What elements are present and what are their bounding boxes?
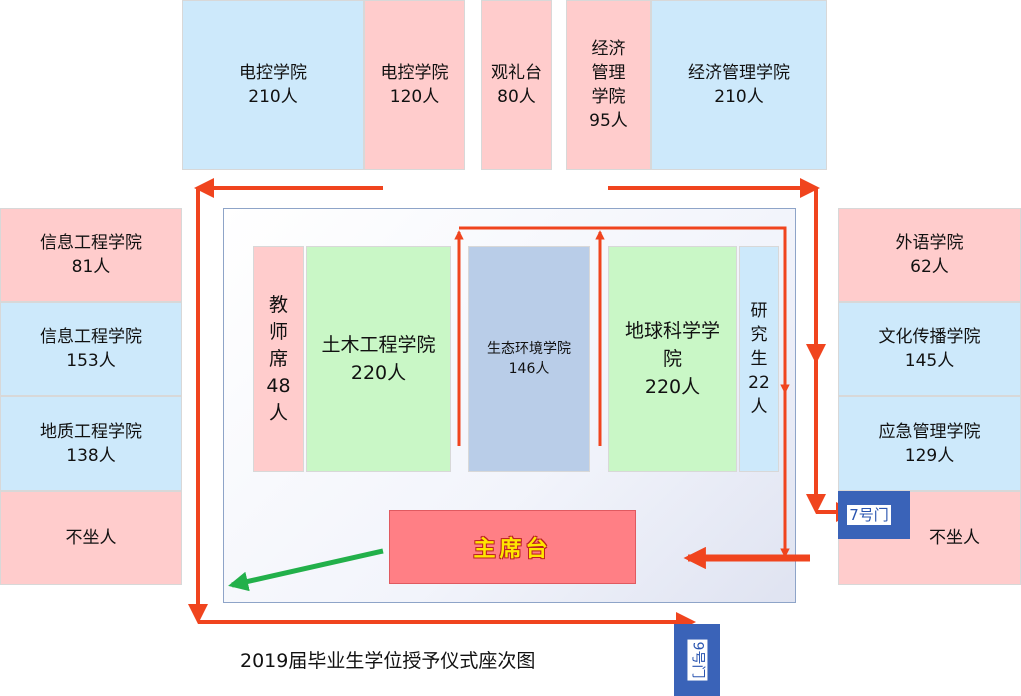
block-line: 地球科学学 <box>624 320 720 342</box>
block-count: 120人 <box>389 87 440 107</box>
block-count: 95人 <box>589 111 628 131</box>
block-name: 不坐人 <box>65 528 117 548</box>
vertical-char: 师 <box>268 320 288 343</box>
seat-block-top-1: 电控学院 210人 <box>182 0 364 170</box>
seat-block-top-4: 经济 管理 学院 95人 <box>566 0 651 170</box>
exit-arrow <box>228 548 384 592</box>
block-name: 信息工程学院 <box>40 233 142 253</box>
block-name: 电控学院 <box>239 63 307 83</box>
block-name: 外语学院 <box>895 233 964 253</box>
door-9: 9号门 <box>674 624 720 696</box>
block-name: 土木工程学院 <box>321 334 436 356</box>
block-count: 81人 <box>71 257 111 277</box>
seat-block-civil: 土木工程学院 220人 <box>306 246 451 472</box>
seat-block-top-2: 电控学院 120人 <box>364 0 465 170</box>
vertical-char: 教 <box>268 293 288 316</box>
block-name: 经济管理学院 <box>688 63 790 83</box>
block-count: 210人 <box>248 87 298 107</box>
vertical-char: 研 <box>750 301 768 321</box>
seat-block-top-5: 经济管理学院 210人 <box>651 0 827 170</box>
seat-block-graduate: 研 究 生 22 人 <box>739 246 779 472</box>
seat-block-left-4: 不坐人 <box>0 491 182 585</box>
block-count: 80人 <box>497 87 536 107</box>
block-count: 153人 <box>66 351 116 371</box>
vertical-char: 48 <box>266 374 291 397</box>
door-9-label: 9号门 <box>686 639 707 681</box>
vertical-char: 人 <box>268 401 288 424</box>
seat-block-left-1: 信息工程学院 81人 <box>0 208 182 302</box>
seat-block-teachers: 教 师 席 48 人 <box>253 246 304 472</box>
block-count: 220人 <box>644 376 701 398</box>
block-name: 不坐人 <box>929 528 980 548</box>
seat-block-right-1: 外语学院 62人 <box>838 208 1021 302</box>
block-name: 生态环境学院 <box>487 341 571 357</box>
block-count: 145人 <box>904 351 955 371</box>
block-count: 220人 <box>350 362 407 384</box>
block-line: 院 <box>662 348 682 370</box>
seat-block-earth: 地球科学学 院 220人 <box>608 246 737 472</box>
block-name: 观礼台 <box>491 63 542 83</box>
seat-block-right-2: 文化传播学院 145人 <box>838 302 1021 396</box>
block-name: 文化传播学院 <box>878 327 981 347</box>
rostrum: 主席台 <box>389 510 636 584</box>
rostrum-label: 主席台 <box>473 537 552 562</box>
vertical-char: 22 <box>748 373 770 393</box>
vertical-char: 生 <box>750 349 768 369</box>
route-arrow <box>459 226 790 394</box>
block-count: 62人 <box>910 257 949 277</box>
door-7: 7号门 <box>838 491 910 539</box>
block-count: 210人 <box>714 87 764 107</box>
seat-block-left-3: 地质工程学院 138人 <box>0 396 182 491</box>
seat-block-left-2: 信息工程学院 153人 <box>0 302 182 396</box>
door-7-label: 7号门 <box>847 505 891 525</box>
block-name: 电控学院 <box>380 63 449 83</box>
block-name: 信息工程学院 <box>40 327 142 347</box>
block-count: 146人 <box>508 361 550 377</box>
vertical-char: 席 <box>268 347 288 370</box>
vertical-char: 人 <box>750 397 768 417</box>
block-line: 经济 <box>591 39 626 59</box>
block-name: 地质工程学院 <box>40 421 142 442</box>
seat-block-right-3: 应急管理学院 129人 <box>838 396 1021 491</box>
seat-block-top-3: 观礼台 80人 <box>481 0 552 170</box>
block-line: 管理 <box>591 63 626 83</box>
block-count: 138人 <box>66 445 116 466</box>
block-line: 学院 <box>591 87 626 107</box>
vertical-char: 究 <box>750 325 768 345</box>
seat-block-ecology: 生态环境学院 146人 <box>468 246 590 472</box>
block-count: 129人 <box>904 445 955 466</box>
block-name: 应急管理学院 <box>878 421 981 442</box>
diagram-caption: 2019届毕业生学位授予仪式座次图 <box>240 650 536 672</box>
